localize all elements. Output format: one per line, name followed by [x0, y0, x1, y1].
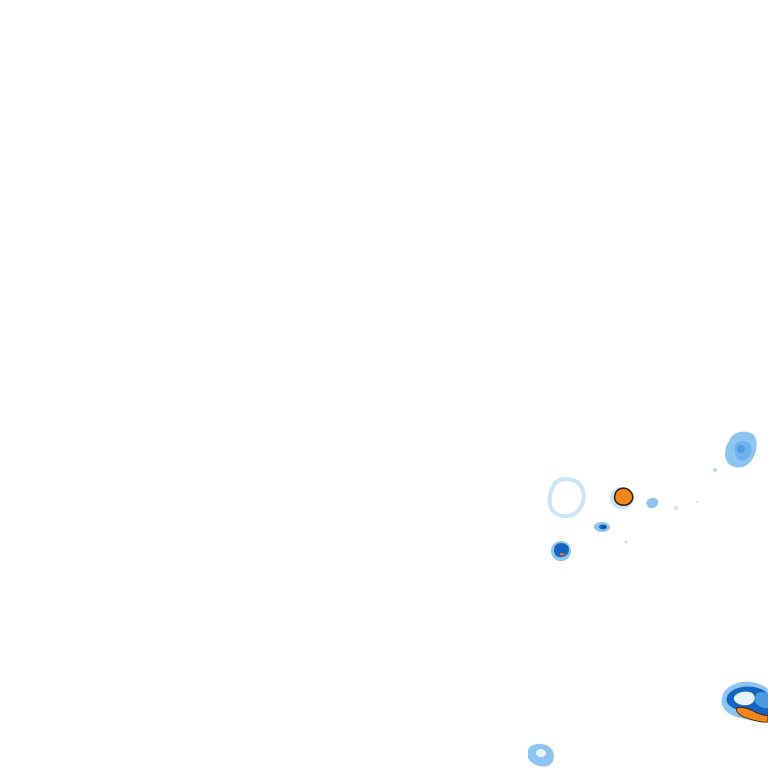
- precip-cell-small-right: [646, 497, 698, 510]
- precip-cell-bottom: [528, 743, 554, 767]
- precip-cell-small-center: [594, 522, 628, 544]
- precip-cell-upper-right: [713, 431, 757, 472]
- precip-cell-bottom-right: [721, 681, 768, 723]
- precip-cell-ring: [547, 477, 586, 519]
- precip-cell-heavy-core: [610, 487, 634, 509]
- precip-cell-dark: [551, 541, 571, 561]
